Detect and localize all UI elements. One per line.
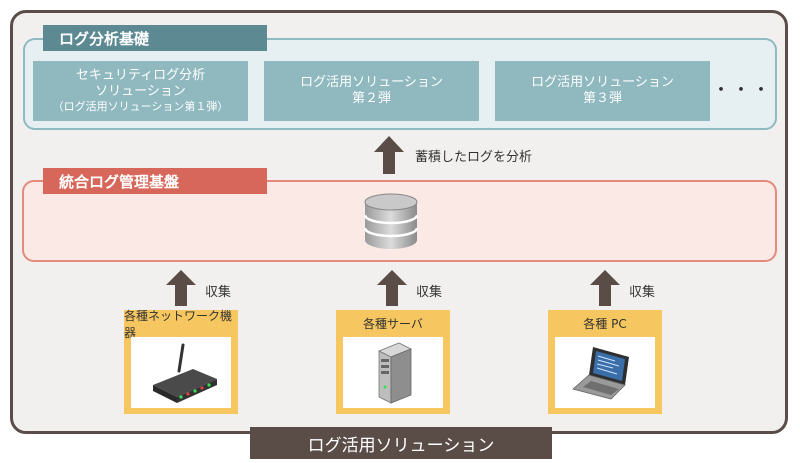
collect-label-2: 収集 (416, 285, 443, 300)
solution-box-2: ログ活用ソリューション 第２弾 (264, 61, 479, 121)
footer-label: ログ活用ソリューション (250, 427, 552, 459)
server-icon (378, 342, 412, 404)
database-icon (363, 193, 419, 249)
source-label-pc: 各種 PC (583, 317, 627, 331)
source-box-pc: 各種 PC (548, 310, 662, 414)
solution-2-line1: ログ活用ソリューション (300, 74, 443, 90)
source-image-server (343, 337, 443, 408)
source-image-pc (555, 337, 655, 408)
collect-arrow-icon-3 (590, 270, 620, 306)
collect-label-3: 収集 (629, 285, 656, 300)
up-arrow-icon (374, 136, 404, 174)
solution-3-line2: 第３弾 (582, 91, 622, 106)
solution-1-line1: セキュリティログ分析 (75, 67, 206, 83)
source-image-network (131, 337, 231, 408)
solution-box-1: セキュリティログ分析 ソリューション （ログ活用ソリューション第１弾） (33, 61, 248, 121)
source-label-network: 各種ネットワーク機器 (124, 308, 233, 340)
router-icon (153, 343, 217, 403)
source-box-network: 各種ネットワーク機器 (124, 308, 238, 414)
more-ellipsis: ・・・ (712, 80, 772, 101)
integration-title: 統合ログ管理基盤 (43, 168, 267, 194)
solution-2-line2: 第２弾 (351, 91, 391, 106)
analysis-title: ログ分析基礎 (43, 25, 267, 51)
collect-label-1: 収集 (205, 285, 232, 300)
source-box-server: 各種サーバ (336, 310, 450, 414)
laptop-icon (572, 347, 629, 400)
solution-1-line2: ソリューション (95, 84, 186, 100)
collect-arrow-icon-1 (166, 270, 196, 306)
analyze-label: 蓄積したログを分析 (415, 150, 533, 165)
solution-1-line3: （ログ活用ソリューション第１弾） (52, 100, 229, 114)
solution-box-3: ログ活用ソリューション 第３弾 (495, 61, 710, 121)
source-label-server: 各種サーバ (363, 317, 423, 331)
collect-arrow-icon-2 (377, 270, 407, 306)
solution-3-line1: ログ活用ソリューション (531, 74, 674, 90)
